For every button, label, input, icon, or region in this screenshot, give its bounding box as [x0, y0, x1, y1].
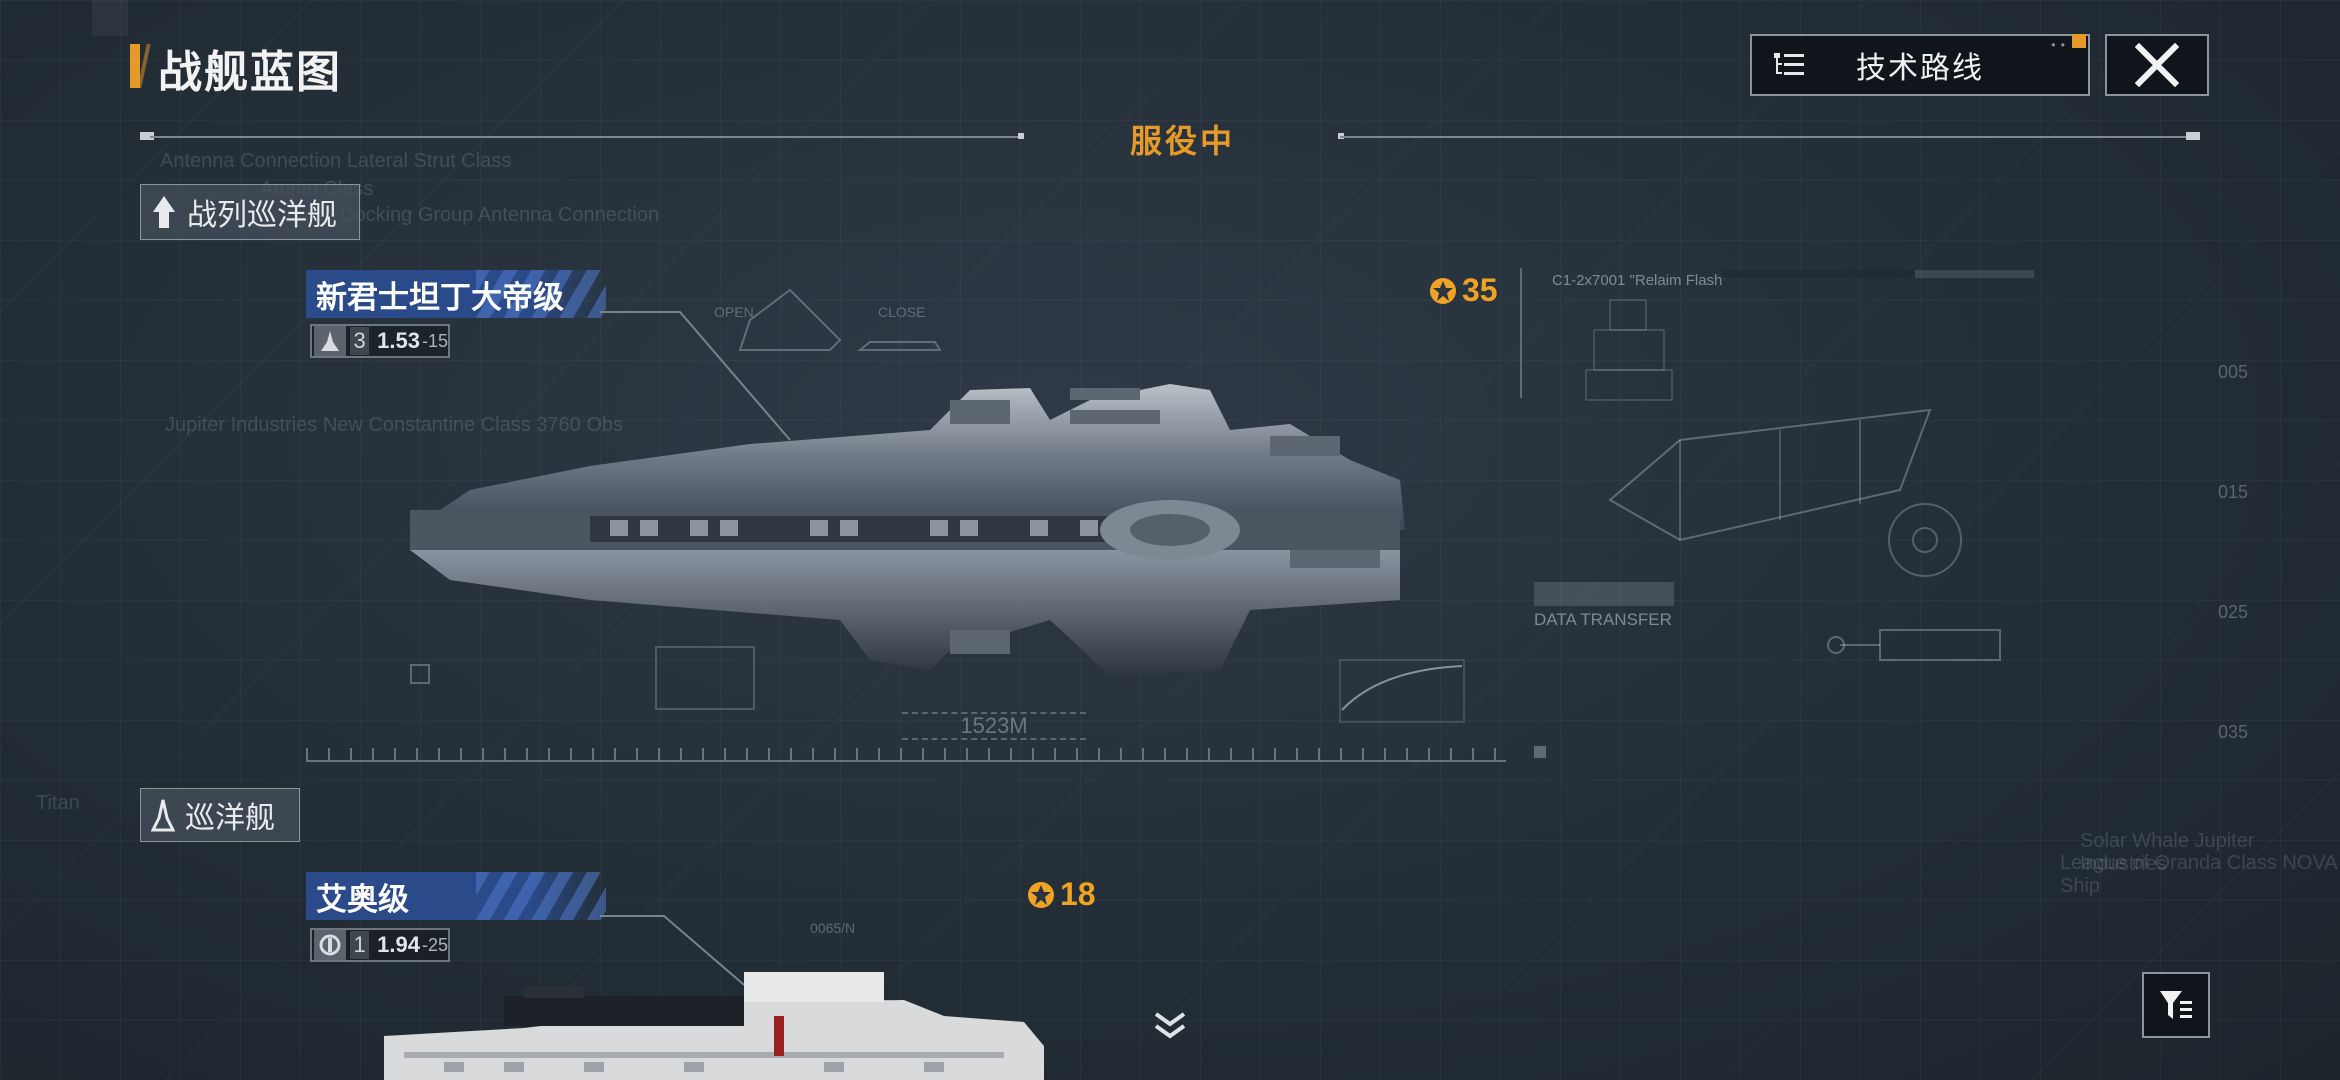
- ship-stat-main: 1.53: [377, 328, 420, 353]
- ruler-mark: 015: [2218, 482, 2249, 502]
- close-button[interactable]: [2105, 34, 2209, 96]
- divider-dot: [1018, 133, 1024, 139]
- filter-icon: [2160, 991, 2192, 1019]
- ship-front-schematic: [1585, 299, 1673, 401]
- data-transfer-bar: [1534, 582, 1674, 606]
- ship-class-icon: [314, 930, 347, 960]
- ship-cost: 18: [1026, 876, 1096, 913]
- cost-value: 18: [1060, 876, 1096, 912]
- divider-cap-right: [2186, 132, 2200, 140]
- panel-square: [1534, 746, 1546, 758]
- scroll-down-icon[interactable]: [1152, 1010, 1188, 1040]
- bg-text: Jupiter Industries New Constantine Class…: [165, 414, 624, 436]
- cost-icon: [1028, 881, 1054, 908]
- ship-cost: 35: [1428, 272, 1498, 309]
- title-accent-bar: [130, 44, 140, 88]
- page-title: 战舰蓝图: [158, 48, 342, 97]
- panel-divider: [1520, 268, 1522, 398]
- mini-chart: [1339, 659, 1465, 723]
- ship-level: 1: [350, 931, 370, 959]
- leader-line: [600, 915, 751, 991]
- ship-name: 新君士坦丁大帝级: [316, 279, 564, 315]
- ruler-mark: 005: [2218, 362, 2249, 382]
- tag-stripes: [476, 872, 606, 920]
- divider-line-left: [150, 136, 1020, 138]
- turret-schematic: [1827, 629, 2001, 661]
- data-transfer-label: DATA TRANSFER: [1534, 610, 1672, 629]
- bg-text: Titan: [36, 792, 80, 814]
- ship-name: 艾奥级: [316, 881, 409, 917]
- ruler-mark: 035: [2218, 722, 2249, 742]
- tech-tree-icon: [1774, 53, 1804, 75]
- leader-line: [600, 311, 791, 441]
- bg-text: Solar Whale Jupiter Industries: [2080, 830, 2255, 875]
- close-icon: [2135, 43, 2179, 87]
- bg-text: Antenna Connection Lateral Strut Class: [160, 150, 512, 172]
- scale-ruler: [306, 748, 1506, 762]
- bg-text: Docking Group Antenna Connection: [340, 204, 660, 226]
- tech-route-button[interactable]: 技术路线 • •: [1750, 34, 2090, 96]
- gauge-label: 0065/N: [810, 920, 856, 936]
- ship-blueprint-1[interactable]: [390, 370, 1410, 690]
- ship-length: 1523M: [902, 712, 1086, 740]
- schematic-box: [655, 646, 755, 710]
- category-cruiser: 巡洋舰: [140, 788, 300, 842]
- filter-button[interactable]: [2142, 972, 2210, 1038]
- close-label: CLOSE: [878, 304, 926, 320]
- tag-stripes: [476, 270, 606, 318]
- category-battlecruiser: 战列巡洋舰: [140, 184, 360, 240]
- ship-3d-schematic: [1608, 408, 1962, 577]
- ship-stat-box: 3 1.53 -15: [310, 324, 450, 358]
- ship-stat-main: 1.94: [377, 932, 420, 957]
- ruler-mark: 025: [2218, 602, 2249, 622]
- corner-block: [92, 0, 128, 36]
- open-label: OPEN: [714, 304, 754, 320]
- ship-class-icon: [314, 326, 347, 356]
- battlecruiser-icon: [153, 196, 175, 228]
- divider-line-right: [1340, 136, 2190, 138]
- tech-route-dots: • •: [2051, 38, 2066, 52]
- ship-level: 3: [350, 327, 370, 355]
- bg-text: League of Oranda Class NOVA Ship: [2060, 852, 2337, 897]
- ship-stat-sub: -25: [421, 934, 448, 955]
- service-status-label: 服役中: [1130, 123, 1236, 159]
- cruiser-icon: [151, 799, 175, 832]
- callsign-label: C1-2x7001 "Relaim Flash": [1552, 272, 1728, 289]
- cost-value: 35: [1462, 272, 1498, 308]
- tech-route-label: 技术路线: [1856, 52, 1984, 85]
- ship-blueprint-2[interactable]: [384, 966, 1044, 1080]
- category-label: 战列巡洋舰: [187, 199, 337, 232]
- schematic-checkbox: [410, 664, 430, 684]
- cost-icon: [1430, 277, 1456, 304]
- open-close-diagram: [738, 288, 942, 351]
- ship-stat-sub: -15: [421, 330, 448, 351]
- ship-stat-box: 1 1.94 -25: [310, 928, 450, 962]
- progress-track: [1722, 270, 2034, 278]
- category-label: 巡洋舰: [185, 802, 275, 835]
- notification-dot: [2072, 34, 2086, 48]
- ship-name-tag[interactable]: 新君士坦丁大帝级: [306, 270, 606, 318]
- ship-name-tag[interactable]: 艾奥级: [306, 872, 606, 920]
- divider-cap-left: [140, 132, 154, 140]
